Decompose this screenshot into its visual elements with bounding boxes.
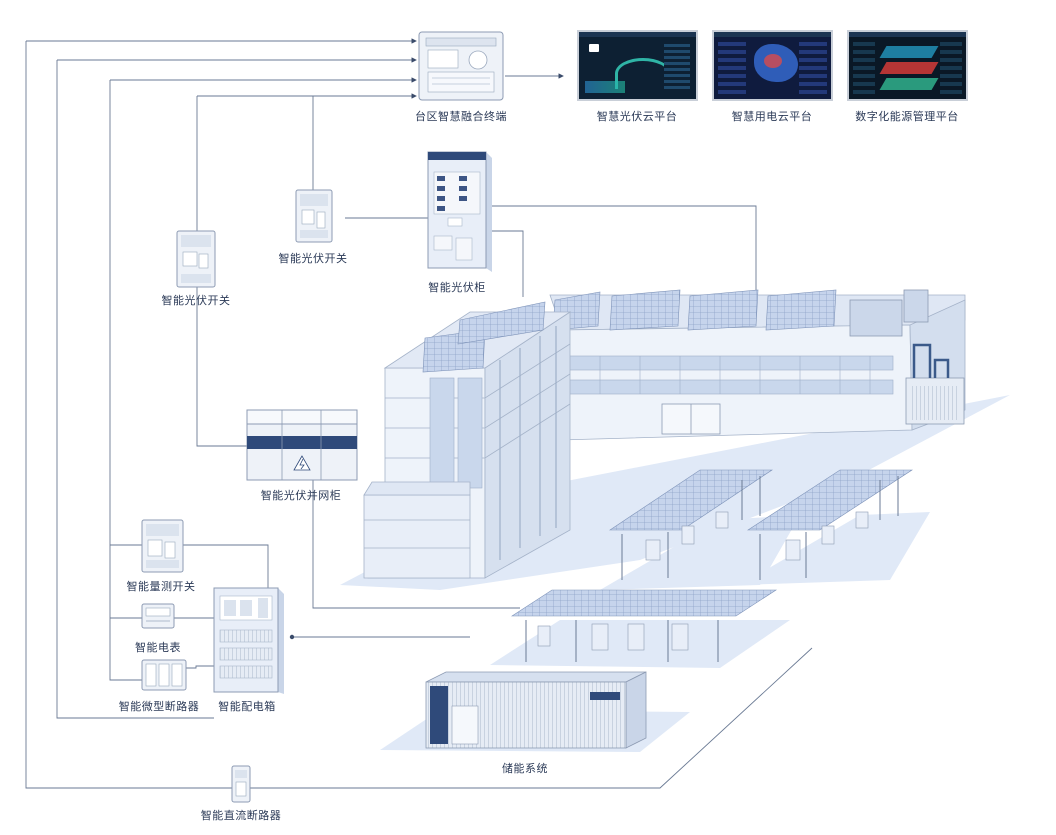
pv-switch-left-device <box>176 230 216 288</box>
carport-2 <box>746 469 914 580</box>
dc-breaker-device <box>231 765 251 803</box>
distribution-box-device <box>213 587 284 694</box>
label-metering-switch: 智能量测开关 <box>126 581 196 593</box>
pv-cabinet-device <box>427 151 492 272</box>
label-micro-breaker: 智能微型断路器 <box>118 701 200 713</box>
label-energy-platform: 数字化能源管理平台 <box>855 111 959 123</box>
building-complex <box>363 289 966 579</box>
smart-meter-device <box>141 603 175 629</box>
label-smart-meter: 智能电表 <box>135 642 181 654</box>
storage-container <box>425 671 647 749</box>
pv-cloud-screen <box>577 30 698 101</box>
label-pv-switch-top: 智能光伏开关 <box>278 253 348 265</box>
label-power-cloud: 智慧用电云平台 <box>731 111 813 123</box>
metering-switch-device <box>141 519 184 573</box>
carport-1 <box>609 469 773 580</box>
fusion-terminal-device <box>418 31 504 101</box>
connection-lines <box>25 38 813 789</box>
label-pv-switch-left: 智能光伏开关 <box>161 295 231 307</box>
power-cloud-screen <box>712 30 833 101</box>
label-distribution-box: 智能配电箱 <box>218 701 276 713</box>
energy-platform-screen <box>847 30 968 101</box>
pv-switch-top-device <box>295 189 333 243</box>
label-pv-cabinet: 智能光伏柜 <box>428 282 486 294</box>
grid-cabinet-device <box>246 409 358 481</box>
label-storage: 储能系统 <box>502 763 548 775</box>
label-dc-breaker: 智能直流断路器 <box>200 810 282 822</box>
micro-breaker-device <box>141 659 187 691</box>
label-pv-cloud: 智慧光伏云平台 <box>596 111 678 123</box>
carport-3 <box>510 589 778 662</box>
label-grid-cabinet: 智能光伏并网柜 <box>260 490 342 502</box>
label-fusion-terminal: 台区智慧融合终端 <box>415 111 507 123</box>
